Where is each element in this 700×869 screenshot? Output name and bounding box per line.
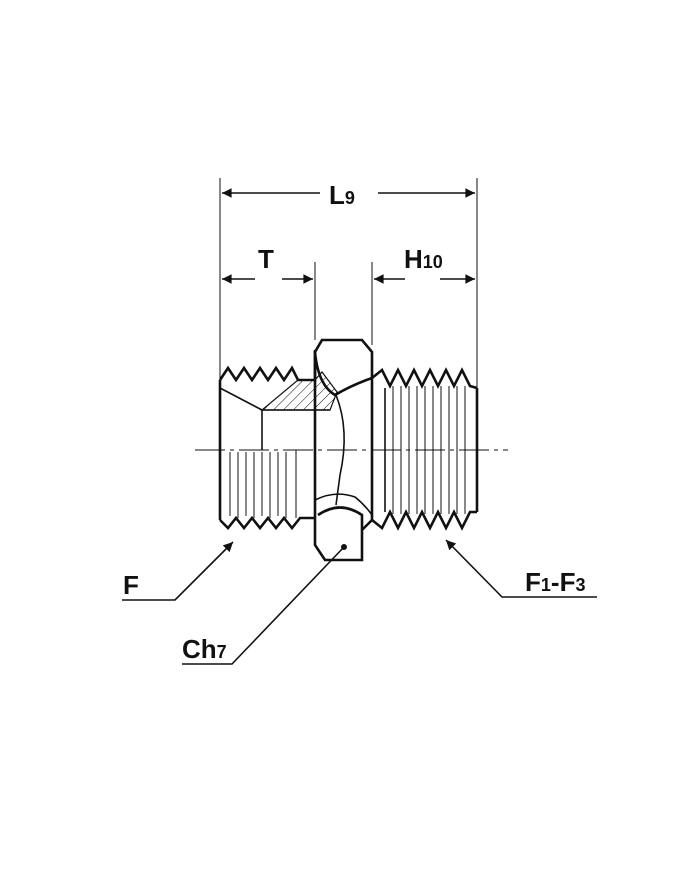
leader-ch7: Ch7 [182, 546, 345, 665]
leader-f1-f3: F1-F3 [445, 539, 597, 598]
dimension-l9: L9 [222, 180, 475, 210]
label-l9: L9 [329, 180, 355, 210]
extension-lines [219, 178, 478, 388]
dimension-t: T [222, 244, 313, 284]
label-t: T [258, 244, 274, 274]
dimension-h10: H10 [374, 244, 475, 284]
hex-nut [313, 338, 374, 562]
label-f1-f3: F1-F3 [525, 567, 585, 597]
label-f: F [123, 570, 139, 600]
left-threaded-body [218, 350, 338, 531]
leader-f: F [122, 541, 234, 601]
label-h10: H10 [404, 244, 443, 274]
label-ch7: Ch7 [182, 634, 227, 664]
right-threaded-body [371, 367, 479, 531]
